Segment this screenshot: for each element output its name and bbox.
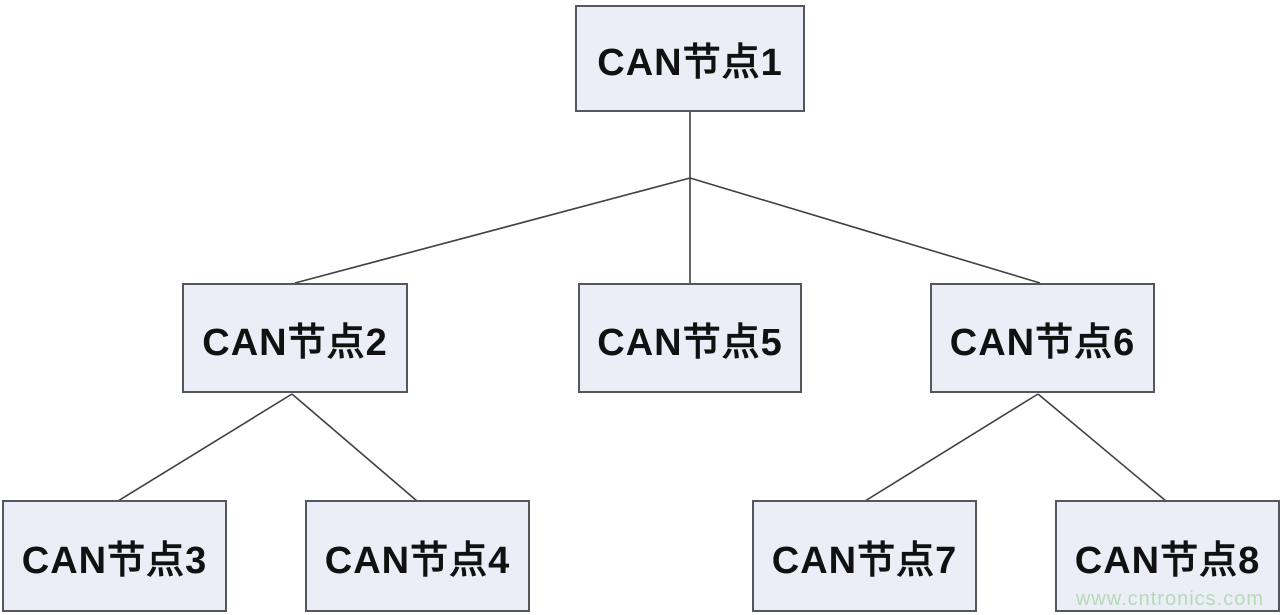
connector-node2-node3 (117, 393, 293, 502)
node-can3: CAN节点3 (2, 500, 227, 612)
node-can2-label: CAN节点2 (202, 321, 388, 364)
node-can4-label: CAN节点4 (324, 539, 511, 582)
node-can7: CAN节点7 (752, 500, 977, 612)
node-can8-label: CAN节点8 (1074, 539, 1261, 582)
node-can8: CAN节点8 (1055, 500, 1280, 612)
node-can1: CAN节点1 (575, 5, 805, 112)
node-can1-label: CAN节点1 (597, 42, 783, 84)
connector-node6-node8 (1037, 393, 1167, 502)
node-can4: CAN节点4 (305, 500, 530, 612)
node-can7-label: CAN节点7 (771, 539, 958, 582)
node-can5: CAN节点5 (578, 283, 802, 393)
connector-node2-node4 (291, 393, 418, 502)
node-can6-label: CAN节点6 (949, 321, 1136, 364)
node-can5-label: CAN节点5 (597, 321, 783, 364)
node-can2: CAN节点2 (182, 283, 408, 393)
connector-node1-node6 (689, 177, 1041, 284)
node-can3-label: CAN节点3 (21, 539, 208, 582)
node-can6: CAN节点6 (930, 283, 1155, 393)
connector-node1-node2 (294, 177, 691, 284)
watermark-text: www.cntronics.com (1075, 588, 1264, 610)
connector-node6-node7 (864, 393, 1039, 502)
